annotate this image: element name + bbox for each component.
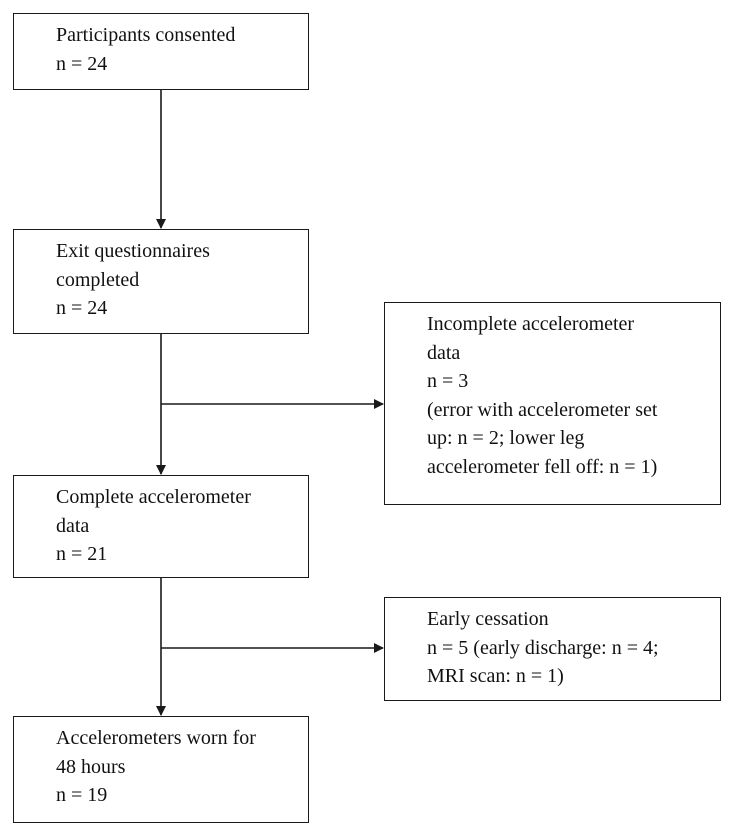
box-accelerometers-worn-count: n = 19 <box>56 784 108 806</box>
box-participants-consented: Participants consented n = 24 <box>13 13 309 90</box>
box-incomplete-accelerometer-detail-line-2: up: n = 2; lower leg <box>427 427 585 449</box>
box-participants-consented-count: n = 24 <box>56 52 108 75</box>
box-incomplete-accelerometer-count: n = 3 <box>427 370 469 392</box>
box-early-cessation-title: Early cessation <box>427 608 549 630</box>
box-early-cessation-detail-line-2: MRI scan: n = 1) <box>427 665 564 687</box>
box-accelerometers-worn-title-line-2: 48 hours <box>56 755 126 778</box>
box-exit-questionnaires-count: n = 24 <box>56 297 108 319</box>
box-accelerometers-worn-title-line-1: Accelerometers worn for <box>56 727 256 749</box>
box-complete-accelerometer: Complete accelerometer data n = 21 <box>13 475 309 578</box>
box-incomplete-accelerometer: Incomplete accelerometer data n = 3 (err… <box>384 302 721 505</box>
box-exit-questionnaires: Exit questionnaires completed n = 24 <box>13 229 309 334</box>
box-complete-accelerometer-title-line-2: data <box>56 514 90 537</box>
box-complete-accelerometer-title-line-1: Complete accelerometer <box>56 486 251 508</box>
box-accelerometers-worn-48-hours: Accelerometers worn for 48 hours n = 19 <box>13 716 309 823</box>
box-incomplete-accelerometer-title-line-2: data <box>427 341 461 364</box>
box-exit-questionnaires-title-line-2: completed <box>56 268 140 291</box>
box-incomplete-accelerometer-detail-line-3: accelerometer fell off: n = 1) <box>427 455 658 478</box>
box-incomplete-accelerometer-detail-line-1: (error with accelerometer set <box>427 398 658 421</box>
box-complete-accelerometer-count: n = 21 <box>56 543 108 565</box>
box-early-cessation: Early cessation n = 5 (early discharge: … <box>384 597 721 701</box>
box-early-cessation-detail-line-1: n = 5 (early discharge: n = 4; <box>427 636 659 659</box>
box-exit-questionnaires-title-line-1: Exit questionnaires <box>56 240 210 262</box>
box-participants-consented-title: Participants consented <box>56 24 236 46</box>
box-incomplete-accelerometer-title-line-1: Incomplete accelerometer <box>427 313 635 335</box>
